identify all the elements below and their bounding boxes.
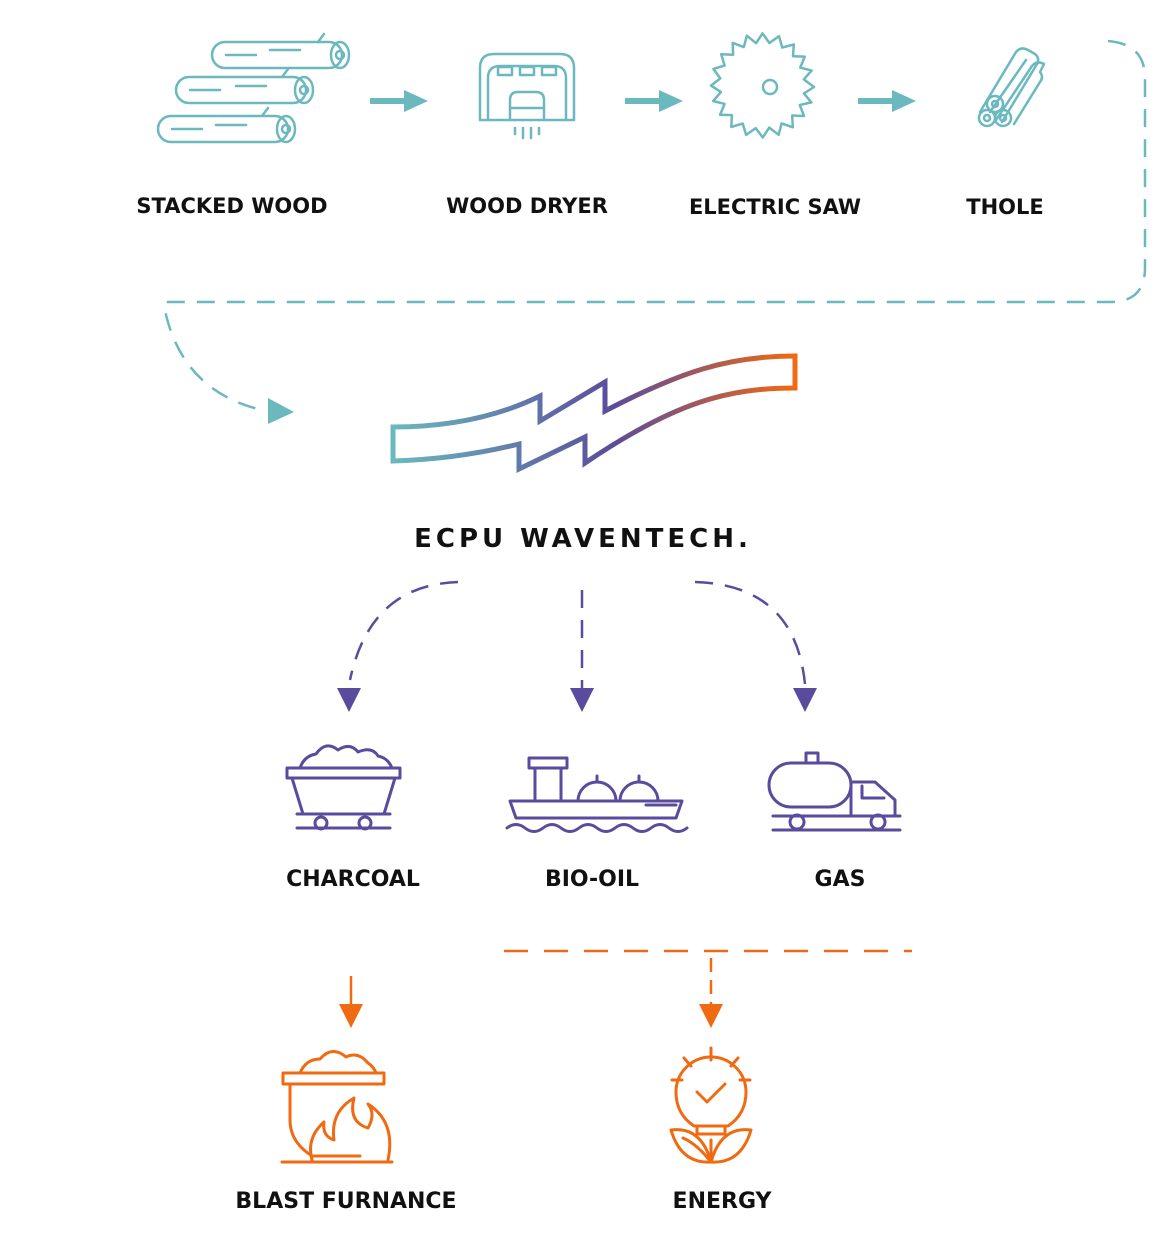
purple-arrow-heads <box>337 688 817 712</box>
mine-cart-icon <box>285 744 402 831</box>
tanker-truck-icon <box>767 751 902 832</box>
arrow-right-1 <box>370 90 428 112</box>
teal-dashed-connector <box>164 39 1147 412</box>
label-thole: THOLE <box>966 195 1044 219</box>
tanker-ship-icon <box>505 756 689 833</box>
label-gas: GAS <box>814 867 866 892</box>
purple-dashed-arrows <box>348 580 807 688</box>
orange-arrow-heads <box>339 1004 723 1028</box>
orange-dashed-connectors <box>349 949 912 1008</box>
circular-saw-icon <box>709 32 816 139</box>
eco-lightbulb-icon <box>669 1046 753 1164</box>
arrow-right-3 <box>858 90 916 112</box>
label-charcoal: CHARCOAL <box>286 867 420 892</box>
label-bio-oil: BIO-OIL <box>544 867 640 892</box>
stacked-logs-icon <box>156 32 351 144</box>
label-stacked-wood: STACKED WOOD <box>136 194 328 218</box>
teal-arrow-head <box>268 398 294 424</box>
lightning-wave-icon <box>390 353 798 473</box>
wood-dryer-icon <box>478 52 576 140</box>
label-wood-dryer: WOOD DRYER <box>446 194 608 218</box>
arrow-right-2 <box>625 90 683 112</box>
label-energy: ENERGY <box>672 1189 772 1214</box>
label-blast-furnance: BLAST FURNANCE <box>235 1189 457 1214</box>
blast-furnace-icon <box>280 1050 394 1164</box>
process-title: ECPU WAVENTECH. <box>414 524 752 554</box>
thole-logs-icon <box>977 47 1046 128</box>
label-electric-saw: ELECTRIC SAW <box>688 195 862 219</box>
stage1-arrows <box>370 90 916 112</box>
